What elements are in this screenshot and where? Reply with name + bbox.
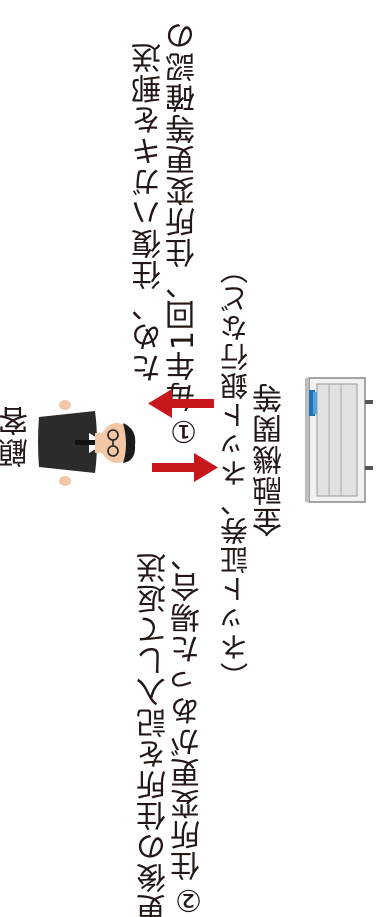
step1-notice-line-2: ため、往復ハガキを郵送 <box>132 42 167 383</box>
building-icon <box>305 377 373 503</box>
step2-reply-line-2: 変更後の住所を記入して返送 <box>137 552 172 917</box>
step2-reply-line-1: ②住所変更があった場合、 <box>171 540 206 917</box>
arrow-to-customer-icon <box>148 389 214 418</box>
flow-arrows <box>148 389 218 482</box>
arrow-to-institution-icon <box>152 453 218 482</box>
institution-name: 金融機関等 <box>253 382 288 537</box>
institution-subtitle: （ネット証券、ネット銀行など） <box>219 255 252 690</box>
customer-person-icon <box>38 400 136 486</box>
building-body <box>305 377 373 503</box>
step1-notice-line-1: ①毎年1回、住所変更等確認の <box>166 20 201 449</box>
customer-label: 顧客 <box>0 404 34 468</box>
